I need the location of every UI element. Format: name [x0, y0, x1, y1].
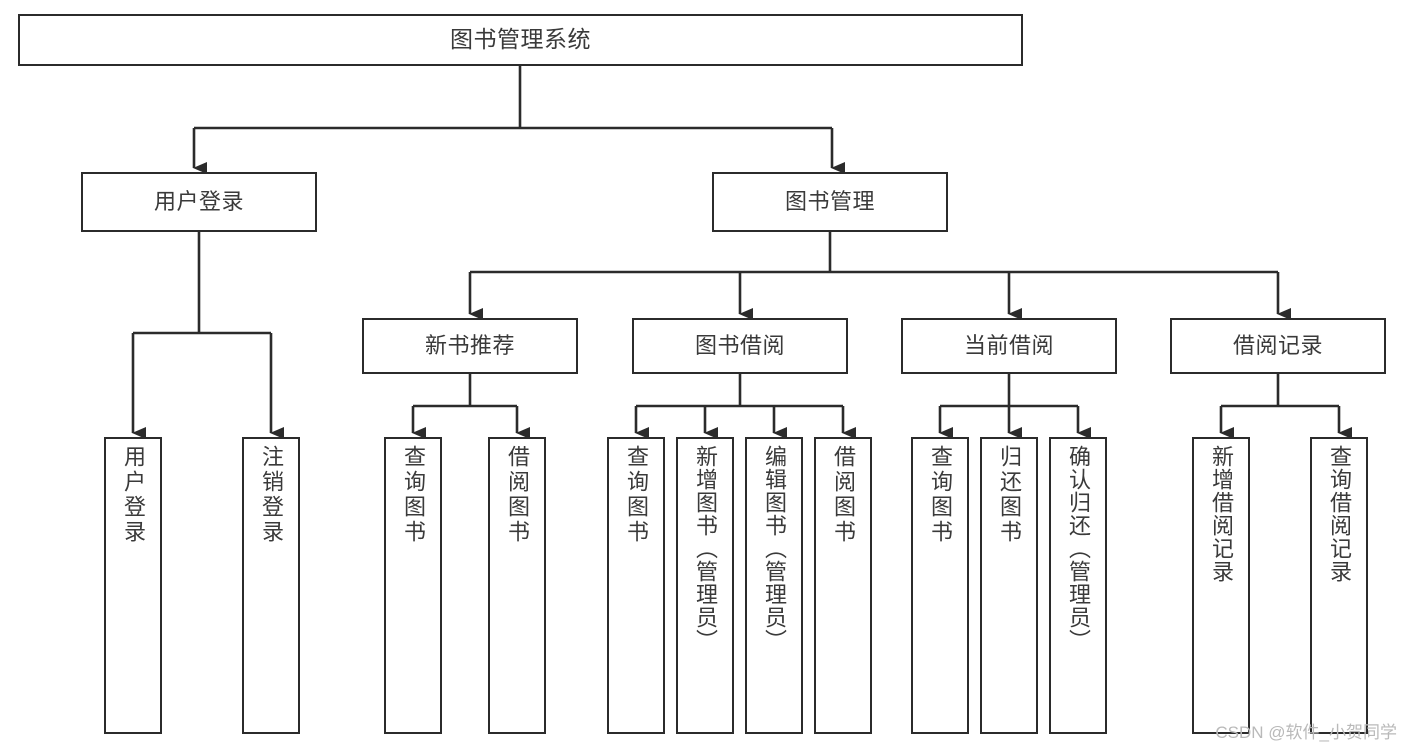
node-label: 新增借阅记录 [1209, 445, 1234, 583]
node-label: 借阅图书 [831, 445, 856, 545]
node-label: 当前借阅 [963, 333, 1054, 359]
node-label: 注销登录 [259, 445, 284, 545]
node-label: 查询图书 [401, 445, 426, 545]
node-leaf-query-borrow-record[interactable]: 查询借阅记录 [1310, 437, 1368, 734]
node-leaf-borrow-books-recommend[interactable]: 借阅图书 [488, 437, 546, 734]
node-label: 用户登录 [153, 189, 244, 215]
node-label: 确认归还（管理员） [1066, 445, 1091, 652]
node-label: 图书管理 [784, 189, 875, 215]
node-label: 用户登录 [121, 445, 146, 545]
node-new-book-recommend[interactable]: 新书推荐 [362, 318, 578, 374]
node-leaf-query-books-recommend[interactable]: 查询图书 [384, 437, 442, 734]
node-label: 图书借阅 [694, 333, 785, 359]
node-leaf-query-books-current[interactable]: 查询图书 [911, 437, 969, 734]
node-label: 归还图书 [997, 445, 1022, 545]
node-label: 查询借阅记录 [1327, 445, 1352, 583]
node-label: 图书管理系统 [450, 26, 591, 53]
node-root-system[interactable]: 图书管理系统 [18, 14, 1023, 66]
node-book-management[interactable]: 图书管理 [712, 172, 948, 232]
node-leaf-edit-book-admin[interactable]: 编辑图书（管理员） [745, 437, 803, 734]
node-label: 查询图书 [928, 445, 953, 545]
node-leaf-return-books[interactable]: 归还图书 [980, 437, 1038, 734]
node-leaf-user-login[interactable]: 用户登录 [104, 437, 162, 734]
node-current-borrow[interactable]: 当前借阅 [901, 318, 1117, 374]
node-leaf-add-book-admin[interactable]: 新增图书（管理员） [676, 437, 734, 734]
node-label: 新增图书（管理员） [693, 445, 718, 652]
node-leaf-query-books-borrow[interactable]: 查询图书 [607, 437, 665, 734]
node-label: 新书推荐 [424, 333, 515, 359]
node-leaf-logout[interactable]: 注销登录 [242, 437, 300, 734]
node-user-login[interactable]: 用户登录 [81, 172, 317, 232]
node-book-borrow[interactable]: 图书借阅 [632, 318, 848, 374]
node-label: 借阅记录 [1232, 333, 1323, 359]
node-leaf-confirm-return-admin[interactable]: 确认归还（管理员） [1049, 437, 1107, 734]
node-label: 编辑图书（管理员） [762, 445, 787, 652]
node-leaf-add-borrow-record[interactable]: 新增借阅记录 [1192, 437, 1250, 734]
watermark-text: CSDN @软件_小贺同学 [1215, 723, 1397, 742]
node-leaf-borrow-books[interactable]: 借阅图书 [814, 437, 872, 734]
node-label: 查询图书 [624, 445, 649, 545]
node-borrow-records[interactable]: 借阅记录 [1170, 318, 1386, 374]
node-label: 借阅图书 [505, 445, 530, 545]
